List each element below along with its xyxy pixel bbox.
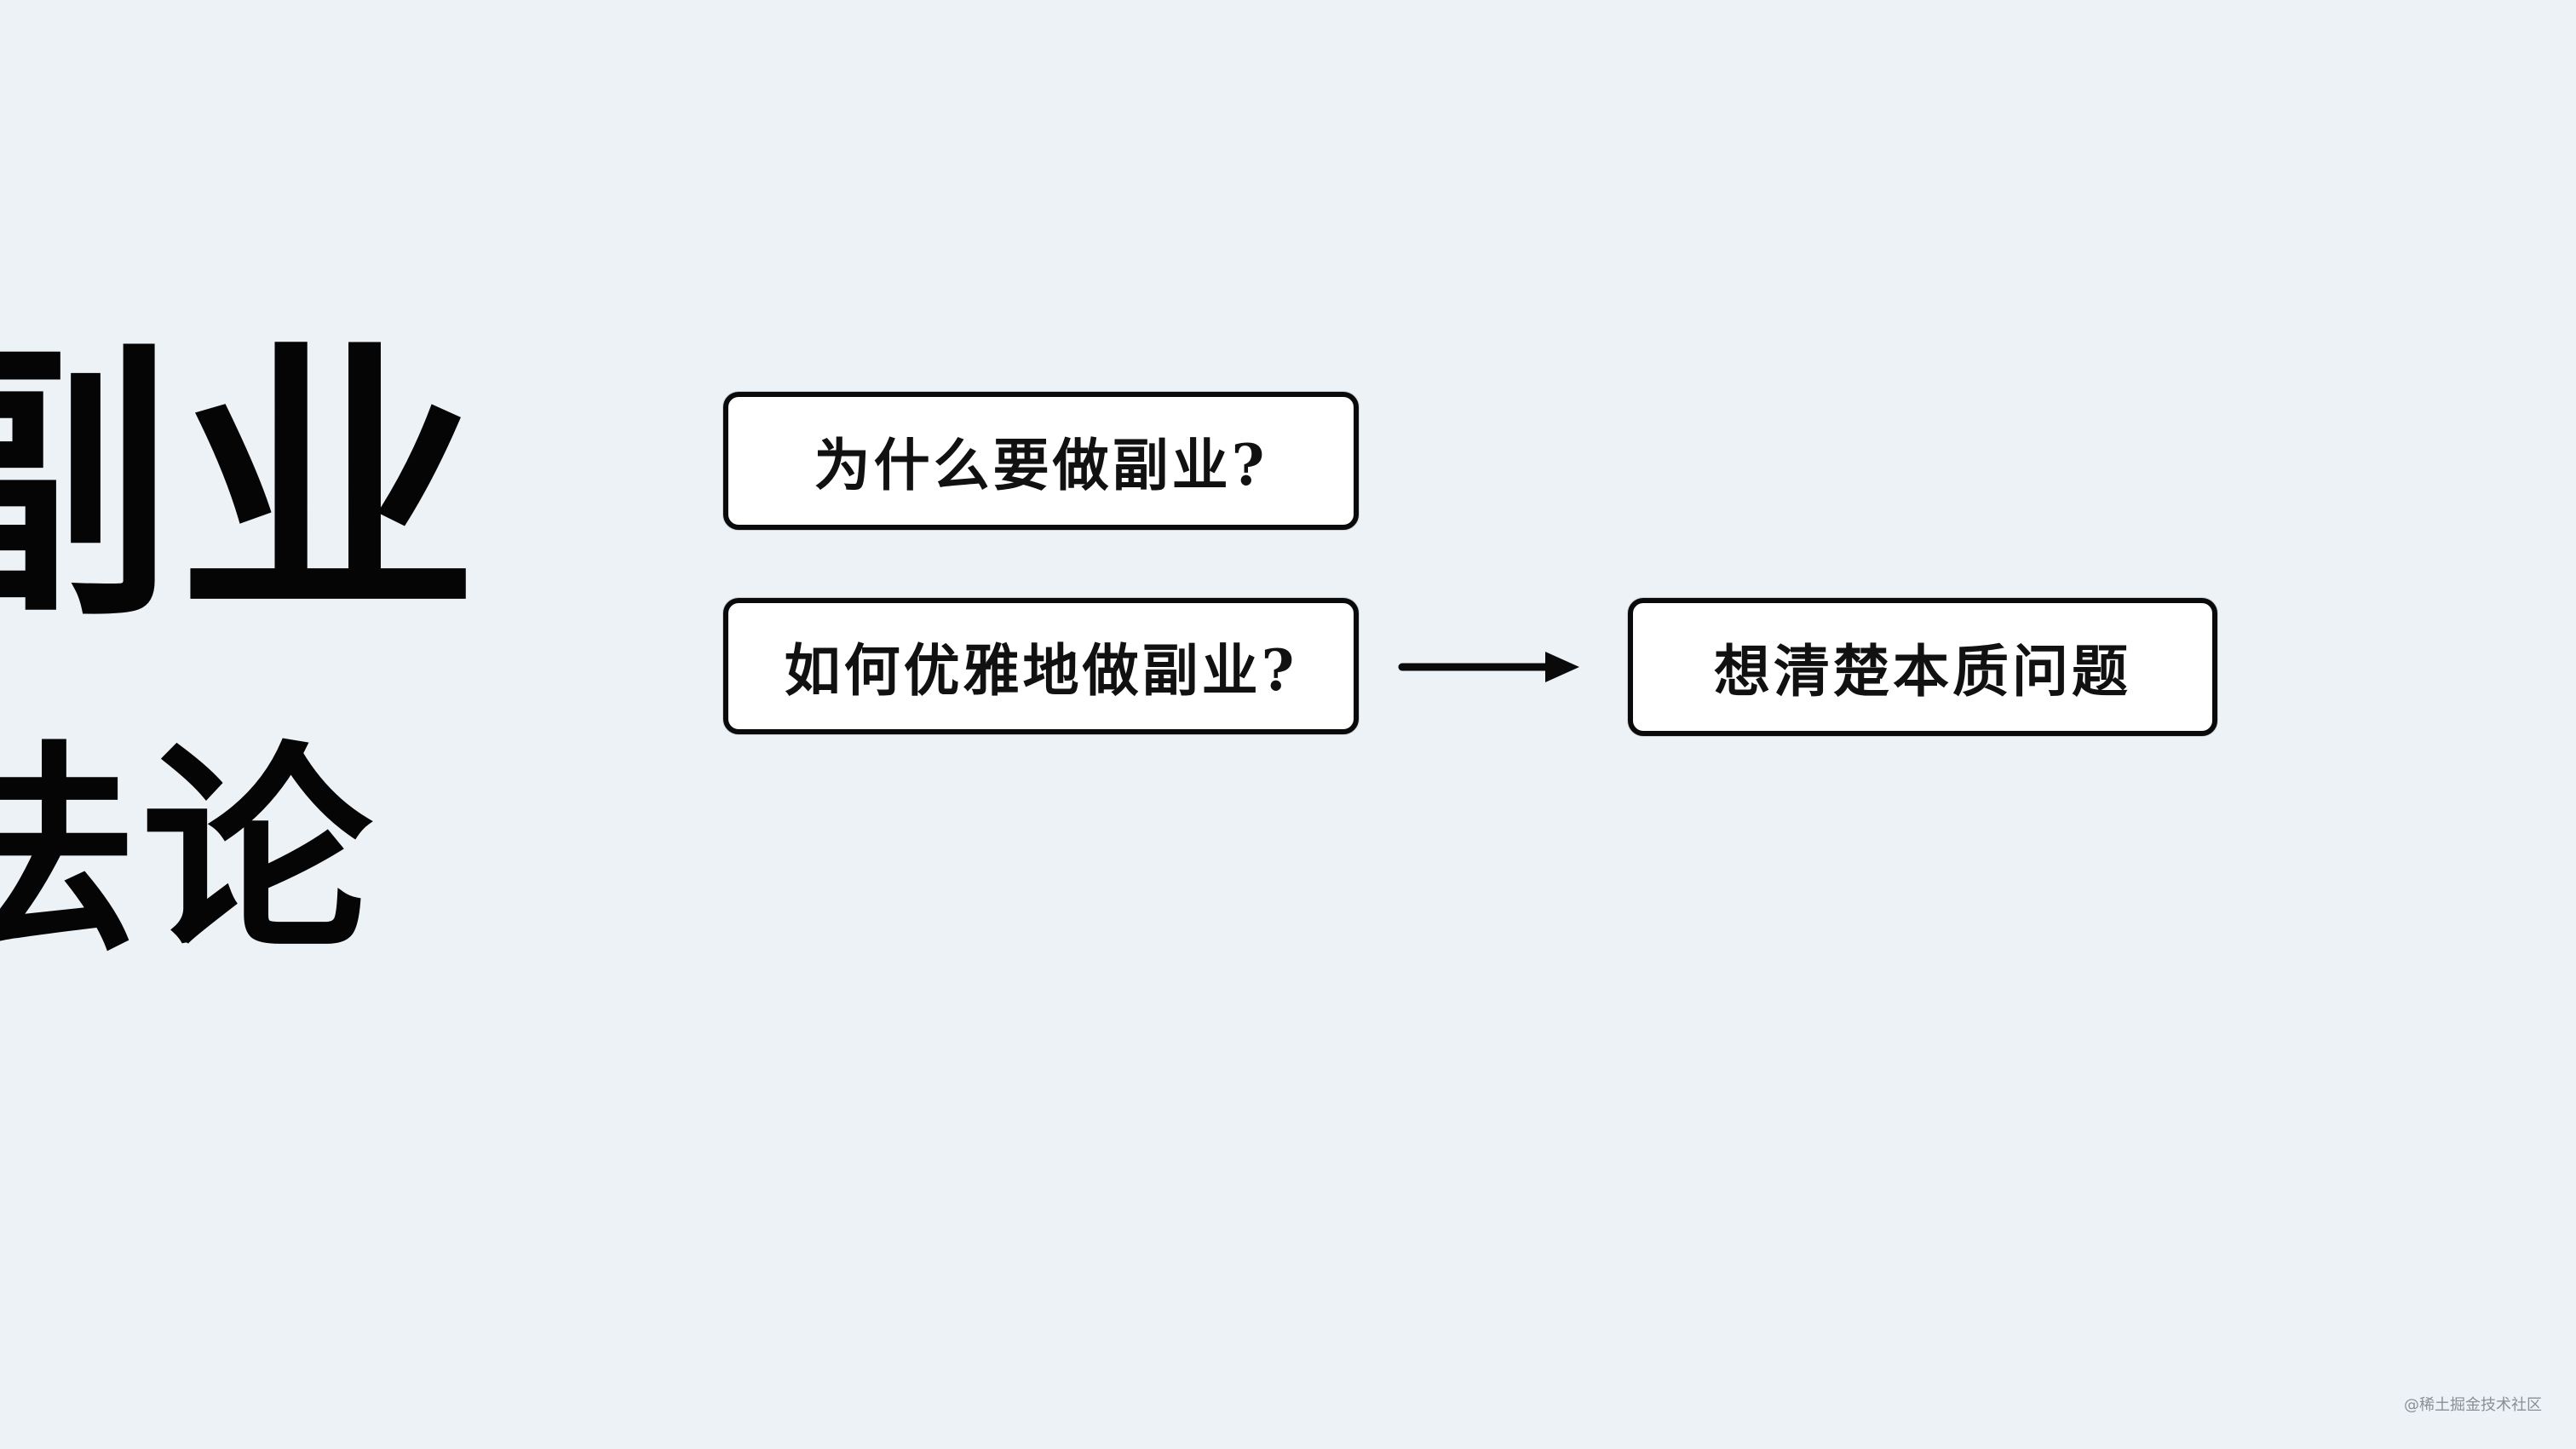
- main-title-line-1: 副业: [0, 315, 482, 655]
- node-why-side-job: 为什么要做副业?: [723, 392, 1359, 530]
- arrow-connector: [1398, 652, 1579, 682]
- node-think-essence: 想清楚本质问题: [1628, 598, 2217, 736]
- node-why-side-job-label: 为什么要做副业?: [814, 432, 1268, 498]
- watermark: @稀土掘金技术社区: [2404, 1396, 2542, 1414]
- node-how-side-job: 如何优雅地做副业?: [723, 598, 1359, 734]
- node-how-side-job-label: 如何优雅地做副业?: [784, 637, 1298, 704]
- arrow-head: [1545, 652, 1579, 682]
- node-think-essence-label: 想清楚本质问题: [1714, 638, 2131, 704]
- main-title-line-2: 法论: [0, 722, 376, 981]
